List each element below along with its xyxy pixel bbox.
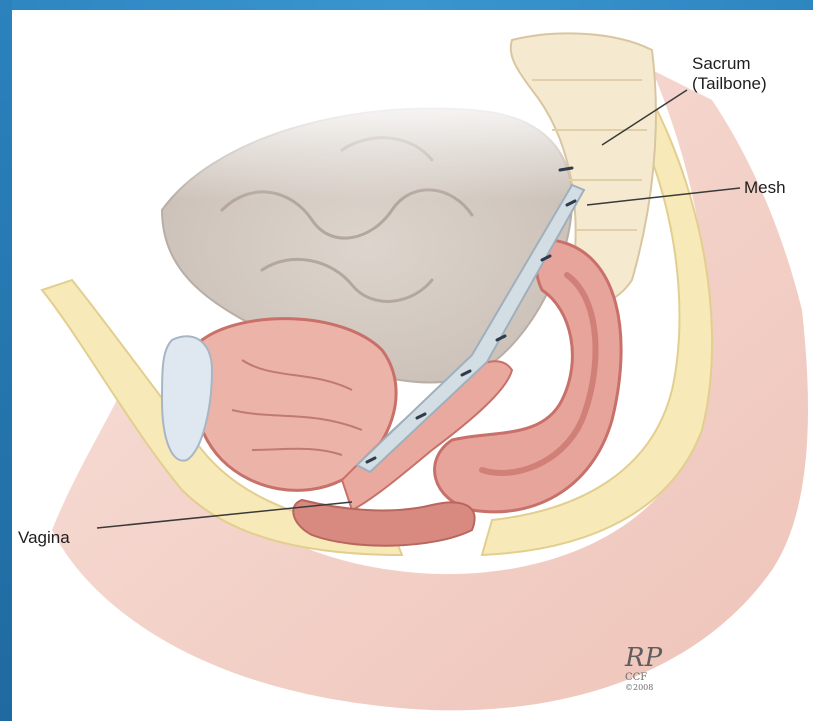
signature-initials: RP xyxy=(625,645,662,671)
intestine-fade xyxy=(152,90,582,200)
anatomy-illustration xyxy=(12,10,813,721)
label-sacrum-line2: (Tailbone) xyxy=(692,74,767,94)
illustration-canvas: Sacrum (Tailbone) Mesh Vagina RP CCF ©20… xyxy=(12,10,813,721)
label-sacrum: Sacrum (Tailbone) xyxy=(692,54,767,94)
pubic-bone xyxy=(162,336,212,460)
perineal-muscle xyxy=(293,500,474,546)
frame-left-border xyxy=(0,0,12,721)
artist-signature-icon: RP CCF ©2008 xyxy=(625,645,662,692)
label-mesh: Mesh xyxy=(744,178,786,198)
label-vagina: Vagina xyxy=(18,528,70,548)
signature-year: ©2008 xyxy=(625,684,662,692)
label-sacrum-line1: Sacrum xyxy=(692,54,767,74)
signature-org: CCF xyxy=(625,673,662,683)
frame-top-border xyxy=(0,0,813,10)
